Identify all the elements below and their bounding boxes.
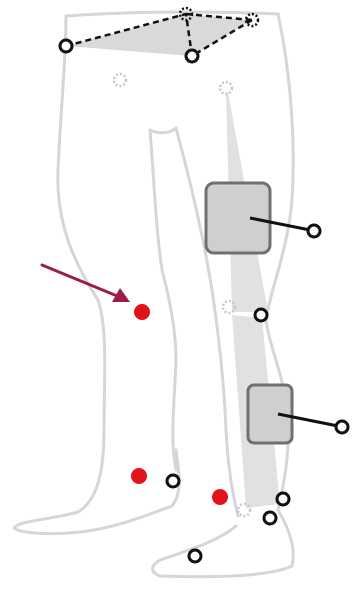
toe-marker	[189, 550, 201, 562]
knee-lateral-marker	[255, 309, 267, 321]
knee-medial-red-marker	[134, 304, 150, 320]
shank-plate-marker	[336, 421, 348, 433]
thigh-plate	[206, 183, 270, 253]
heel-medial-red-marker	[212, 489, 228, 505]
ankle-lateral-marker-right	[167, 475, 179, 487]
ankle-lateral-marker-left	[277, 493, 289, 505]
heel-marker	[264, 512, 276, 524]
asis-left-marker	[186, 50, 198, 62]
thigh-plate-marker	[308, 225, 320, 237]
asis-right-marker	[60, 40, 72, 52]
ankle-medial-red-marker	[131, 468, 147, 484]
